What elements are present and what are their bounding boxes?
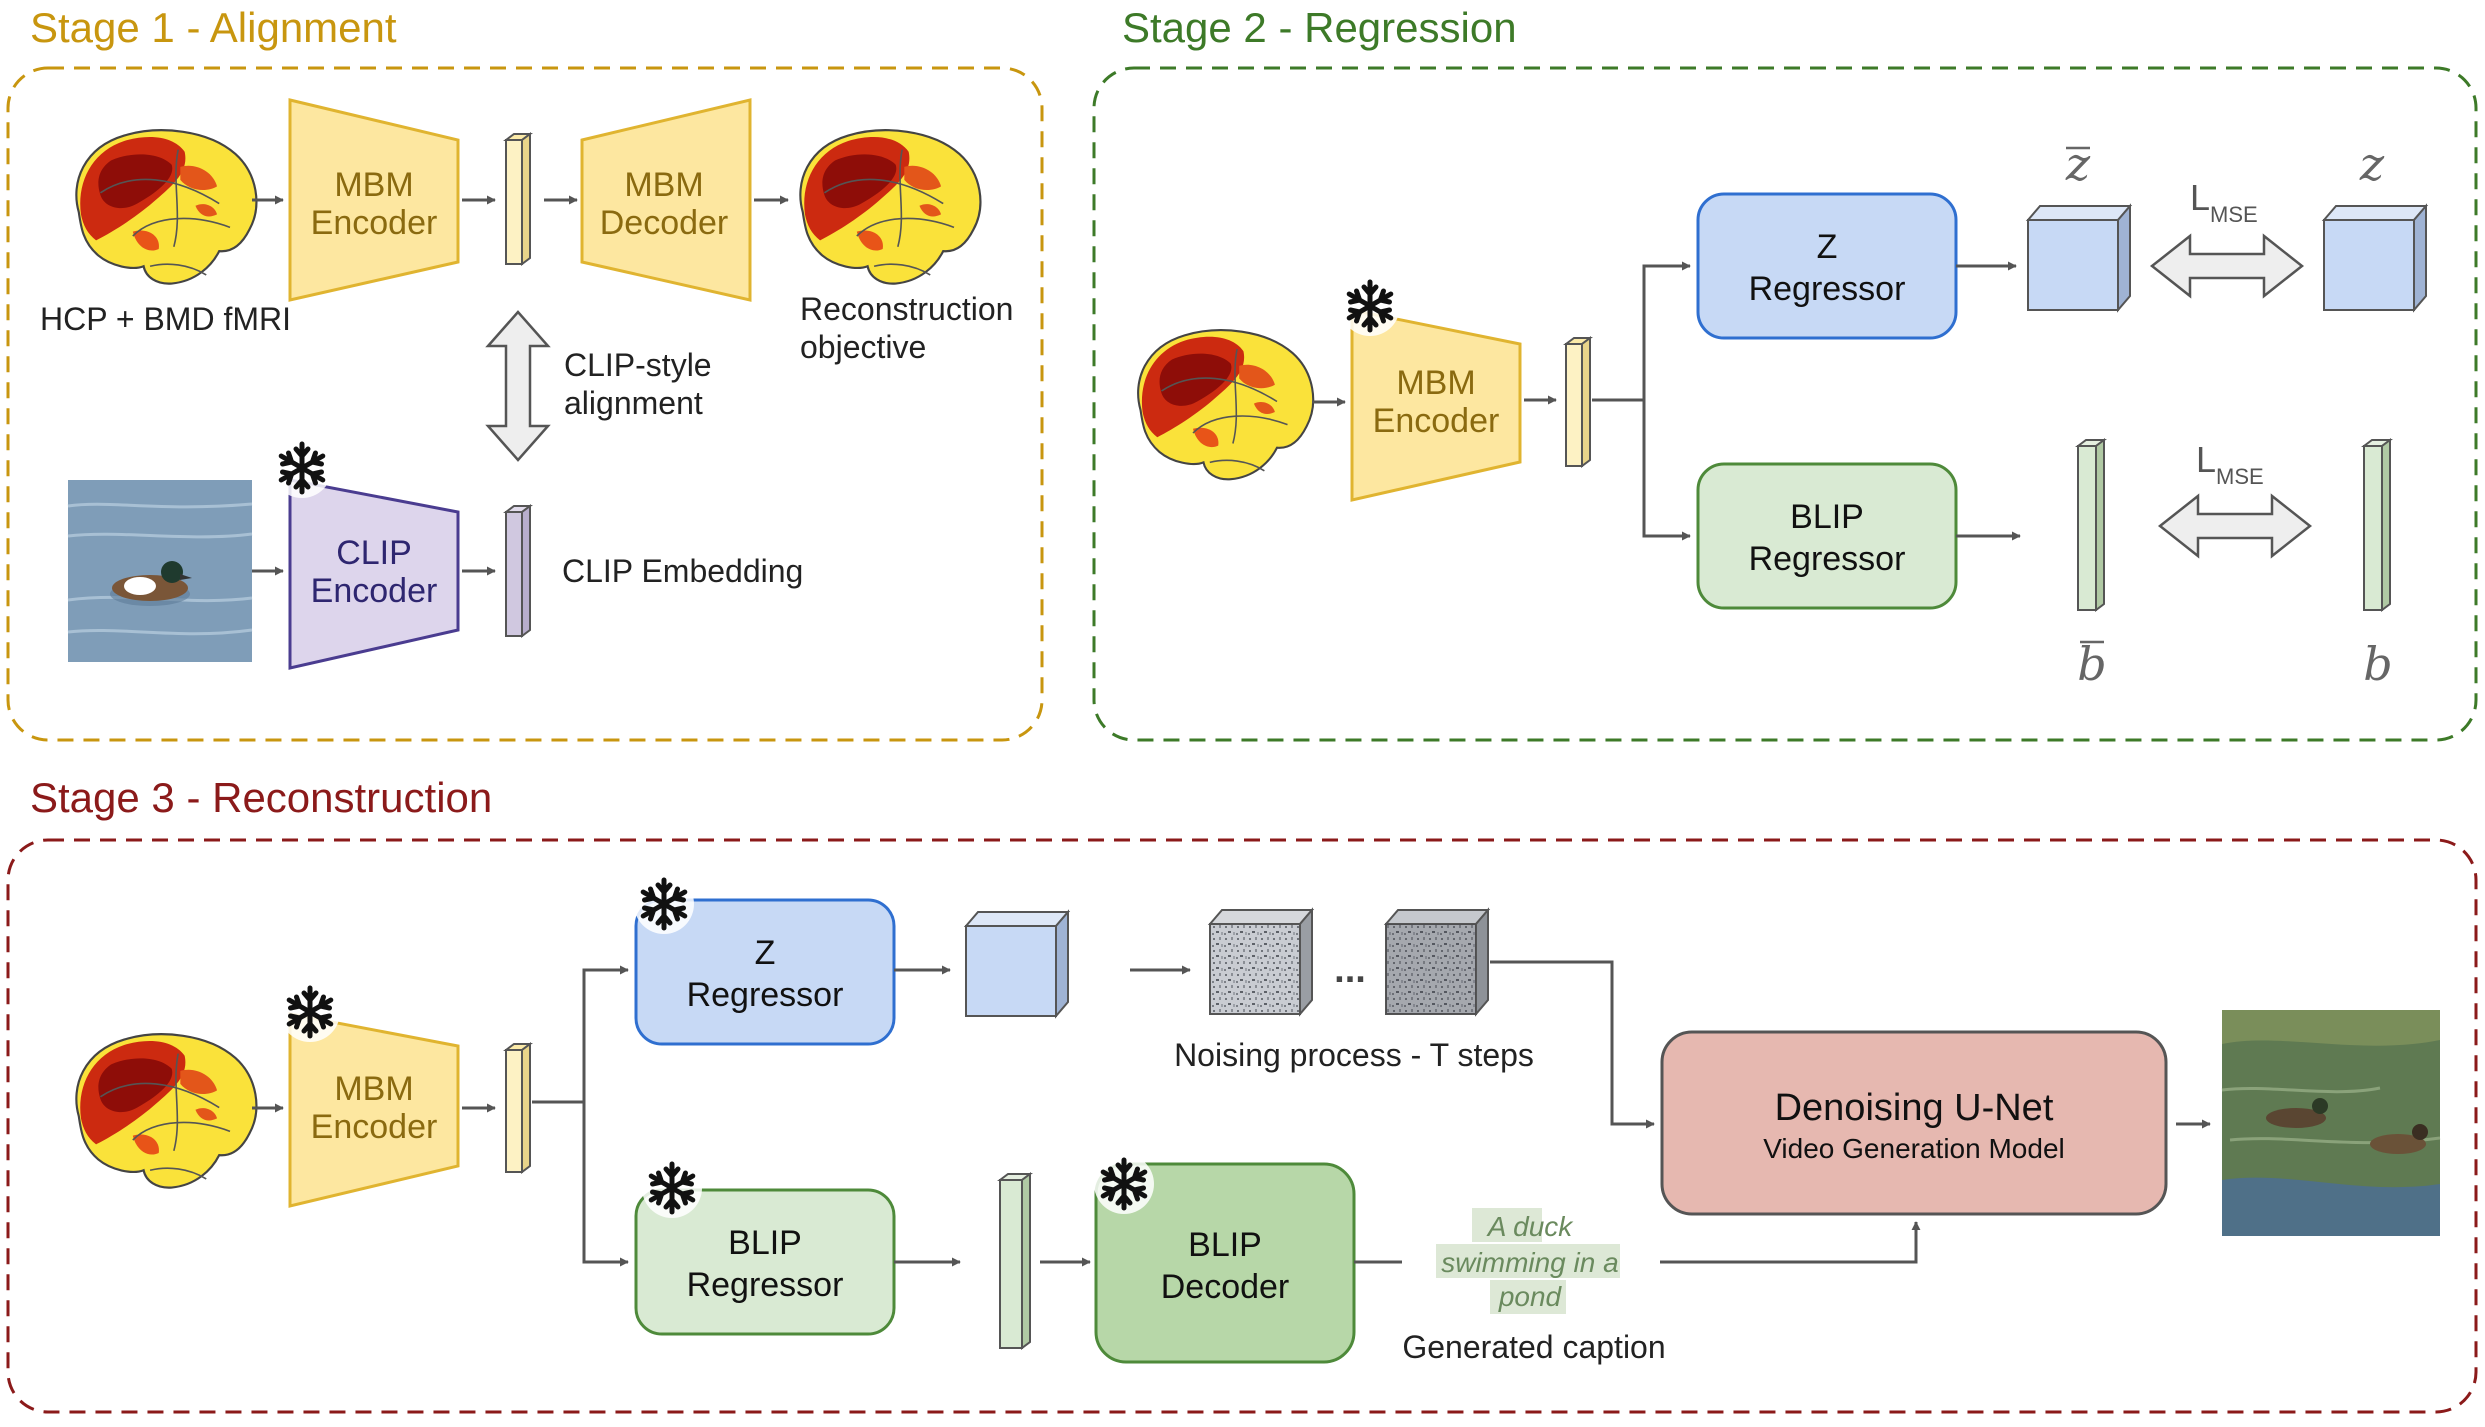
loss-subscript: MSE — [2216, 464, 2264, 489]
z-regressor-label-1: Z — [1817, 228, 1838, 266]
mbm-decoder-label-1: MBM — [624, 166, 703, 204]
z-regressor-block: Z Regressor — [634, 898, 896, 1046]
z-regressor-label-2: Regressor — [1749, 270, 1906, 308]
z-regressor-block: Z Regressor — [1696, 192, 1958, 340]
steps-ellipsis: ... — [1334, 949, 1366, 991]
clip-encoder-label-1: CLIP — [336, 534, 412, 572]
mse-double-arrow — [2157, 493, 2313, 559]
stage-3-frame — [6, 838, 2478, 1414]
blip-decoder-label-1: BLIP — [1188, 1226, 1262, 1264]
mbm-encoder-block: MBM Encoder — [1350, 308, 1522, 502]
z-regressor-label-2: Regressor — [687, 976, 844, 1014]
reconstruction-objective-label-2: objective — [800, 329, 926, 365]
brain-fmri-icon — [75, 1033, 258, 1189]
loss-label: LMSE — [2196, 439, 2264, 489]
denoising-unet-block: Denoising U-Net Video Generation Model — [1660, 1030, 2168, 1216]
mbm-encoder-label-1: MBM — [1396, 364, 1475, 402]
caption-line-3: pond — [1498, 1281, 1563, 1312]
unet-title: Denoising U-Net — [1775, 1087, 2054, 1129]
mbm-encoder-label-2: Encoder — [1373, 402, 1500, 440]
generated-caption-label: Generated caption — [1402, 1329, 1665, 1365]
b-bar-embedding-bar — [2075, 438, 2107, 612]
unet-subtitle: Video Generation Model — [1763, 1133, 2064, 1164]
caption-text-block: A duck swimming in a pond — [1436, 1208, 1620, 1314]
stage-2-section: Stage 2 - Regression MBM Encoder Z Regre… — [1092, 4, 2478, 742]
b-symbol: b — [2363, 637, 2392, 691]
noise-cube-icon — [1383, 907, 1491, 1017]
branch-connector — [1592, 261, 1691, 402]
snowflake-icon — [1094, 1154, 1154, 1214]
video-frame-image — [2221, 1010, 2441, 1236]
z-symbol: z — [2359, 137, 2385, 191]
blip-regressor-label-2: Regressor — [687, 1266, 844, 1304]
blip-regressor-label-1: BLIP — [1790, 498, 1864, 536]
reconstructed-brain-icon — [799, 129, 982, 285]
branch-connector — [582, 1102, 629, 1267]
snowflake-icon — [634, 874, 694, 934]
stage-1-section: Stage 1 - Alignment HCP + BMD fMRI MBM E… — [6, 4, 1044, 742]
branch-connector — [532, 965, 629, 1104]
stage-1-frame — [6, 66, 1044, 742]
clip-encoder-block: CLIP Encoder — [288, 478, 460, 670]
blip-decoder-block: BLIP Decoder — [1094, 1162, 1356, 1364]
z-latent-cube — [963, 909, 1071, 1019]
brain-fmri-icon — [1137, 329, 1315, 481]
clip-embedding-bar — [503, 504, 533, 638]
mbm-encoder-label-1: MBM — [334, 1070, 413, 1108]
mbm-encoder-block: MBM Encoder — [288, 98, 460, 302]
loss-label: LMSE — [2190, 177, 2258, 227]
alignment-label-2: alignment — [564, 385, 703, 421]
noise-to-unet-connector — [1490, 960, 1655, 1129]
z-target-cube — [2321, 203, 2429, 313]
blip-embedding-bar — [997, 1172, 1033, 1350]
blip-regressor-label-1: BLIP — [728, 1224, 802, 1262]
clip-encoder-label-2: Encoder — [311, 572, 438, 610]
loss-symbol: L — [2190, 177, 2210, 218]
stage-3-title: Stage 3 - Reconstruction — [30, 774, 492, 821]
caption-line-2: swimming in a — [1441, 1247, 1618, 1278]
latent-embedding-bar — [1563, 336, 1593, 468]
mbm-encoder-block: MBM Encoder — [288, 1012, 460, 1208]
stage-2-frame — [1092, 66, 2478, 742]
stage-2-title: Stage 2 - Regression — [1122, 4, 1517, 51]
blip-regressor-block: BLIP Regressor — [634, 1188, 896, 1336]
loss-subscript: MSE — [2210, 202, 2258, 227]
mbm-decoder-label-2: Decoder — [600, 204, 729, 242]
blip-regressor-block: BLIP Regressor — [1696, 462, 1958, 610]
alignment-label-1: CLIP-style — [564, 347, 712, 383]
reconstruction-objective-label-1: Reconstruction — [800, 291, 1013, 327]
snowflake-icon — [280, 982, 340, 1042]
caption-to-unet-connector — [1660, 1221, 1921, 1264]
b-bar-symbol: b — [2077, 637, 2106, 691]
z-bar-symbol: z — [2065, 137, 2091, 191]
mbm-encoder-label-2: Encoder — [311, 1108, 438, 1146]
alignment-double-arrow — [485, 310, 551, 462]
noising-process-label: Noising process - T steps — [1174, 1037, 1534, 1073]
snowflake-icon — [1340, 276, 1400, 336]
clip-embedding-label: CLIP Embedding — [562, 553, 803, 589]
mbm-decoder-block: MBM Decoder — [580, 98, 752, 302]
stage-3-section: Stage 3 - Reconstruction MBM Encoder Z R… — [6, 774, 2478, 1414]
latent-embedding-bar — [503, 132, 533, 266]
snowflake-icon — [272, 438, 332, 498]
latent-embedding-bar — [503, 1042, 533, 1174]
loss-symbol: L — [2196, 439, 2216, 480]
z-bar-latent-cube — [2025, 203, 2133, 313]
mse-double-arrow — [2149, 233, 2305, 299]
b-target-embedding-bar — [2361, 438, 2393, 612]
z-regressor-label-1: Z — [755, 934, 776, 972]
mbm-encoder-label-2: Encoder — [311, 204, 438, 242]
mbm-encoder-label-1: MBM — [334, 166, 413, 204]
snowflake-icon — [642, 1158, 702, 1218]
blip-regressor-label-2: Regressor — [1749, 540, 1906, 578]
fmri-input-label: HCP + BMD fMRI — [40, 301, 291, 337]
stage-1-title: Stage 1 - Alignment — [30, 4, 397, 51]
noise-cube-icon — [1207, 907, 1315, 1017]
caption-line-1: A duck — [1486, 1211, 1575, 1242]
branch-connector — [1642, 400, 1691, 541]
blip-decoder-label-2: Decoder — [1161, 1268, 1290, 1306]
brain-fmri-icon — [75, 129, 258, 285]
duck-image — [67, 480, 253, 662]
